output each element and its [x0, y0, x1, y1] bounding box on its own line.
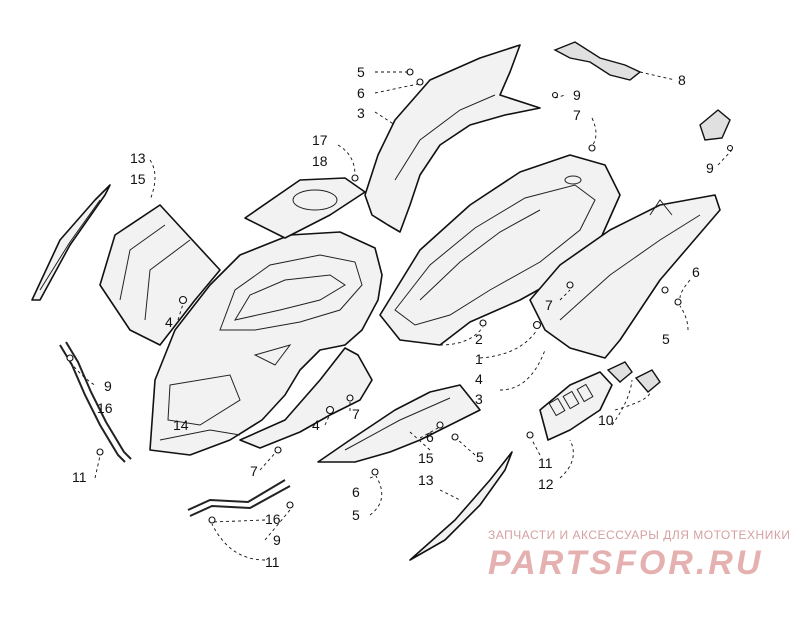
callout-15-mid: 15 [418, 450, 434, 466]
callout-7-right: 7 [545, 297, 553, 313]
callout-10: 10 [598, 412, 614, 428]
callout-5-bottom: 5 [352, 507, 360, 523]
callout-16-bottom: 16 [265, 511, 281, 527]
callout-6-top: 6 [357, 85, 365, 101]
callout-11-right: 11 [538, 455, 553, 471]
callout-9-top: 9 [573, 87, 581, 103]
callout-6-bottom: 6 [352, 484, 360, 500]
callout-18: 18 [312, 153, 328, 169]
watermark-logo: PARTSFOR.RU [488, 544, 764, 582]
callout-11-bottom: 11 [265, 554, 280, 570]
callout-1: 1 [475, 351, 483, 367]
side-trim-strip [409, 451, 513, 561]
front-body-panel [149, 231, 383, 456]
callout-7-top: 7 [573, 107, 581, 123]
watermark-tagline: ЗАПЧАСТИ И АКСЕССУАРЫ ДЛЯ МОТОТЕХНИКИ [488, 528, 791, 542]
callout-6-right: 6 [692, 264, 700, 280]
callout-6-mid: 6 [426, 429, 434, 445]
callout-labels: 5 6 3 8 9 7 9 17 18 13 15 4 14 9 16 11 7… [72, 64, 714, 570]
callout-8: 8 [678, 72, 686, 88]
fastener-hardware [66, 68, 734, 524]
front-fender-top [364, 44, 541, 233]
callout-14: 14 [173, 417, 189, 433]
support-rod-left [59, 341, 132, 463]
rear-fender-right [529, 194, 721, 359]
leader-lines [69, 71, 733, 561]
callout-2: 2 [475, 331, 483, 347]
callout-11-left: 11 [72, 469, 87, 485]
callout-5-mid: 5 [476, 449, 484, 465]
front-fender-side [239, 347, 373, 449]
mounting-bracket-top [553, 41, 731, 141]
dash-insert-panel [244, 177, 366, 239]
front-visor [31, 184, 111, 301]
callout-4-left: 4 [165, 314, 173, 330]
rear-body-tub [379, 154, 621, 346]
front-mudguard-lower [317, 384, 481, 463]
callout-12: 12 [538, 476, 554, 492]
support-rod-lower [187, 479, 291, 517]
callout-5-top: 5 [357, 64, 365, 80]
callout-3-right: 3 [475, 391, 483, 407]
mounting-bracket-clips [606, 361, 661, 393]
footwell-panel [539, 371, 613, 441]
callout-17: 17 [312, 132, 328, 148]
callout-9-left: 9 [104, 378, 112, 394]
callout-13-bottom: 13 [418, 472, 434, 488]
callout-3-top: 3 [357, 105, 365, 121]
front-grille-panel [99, 204, 221, 346]
callout-4-mid: 4 [312, 417, 320, 433]
callout-16-left: 16 [97, 400, 113, 416]
callout-7-mid: 7 [352, 406, 360, 422]
callout-9-right: 9 [706, 160, 714, 176]
callout-15-left: 15 [130, 171, 146, 187]
callout-9-bottom: 9 [273, 532, 281, 548]
callout-4-right: 4 [475, 371, 483, 387]
callout-13-left: 13 [130, 150, 146, 166]
callout-5-right: 5 [662, 331, 670, 347]
callout-7-mid-left: 7 [250, 463, 258, 479]
